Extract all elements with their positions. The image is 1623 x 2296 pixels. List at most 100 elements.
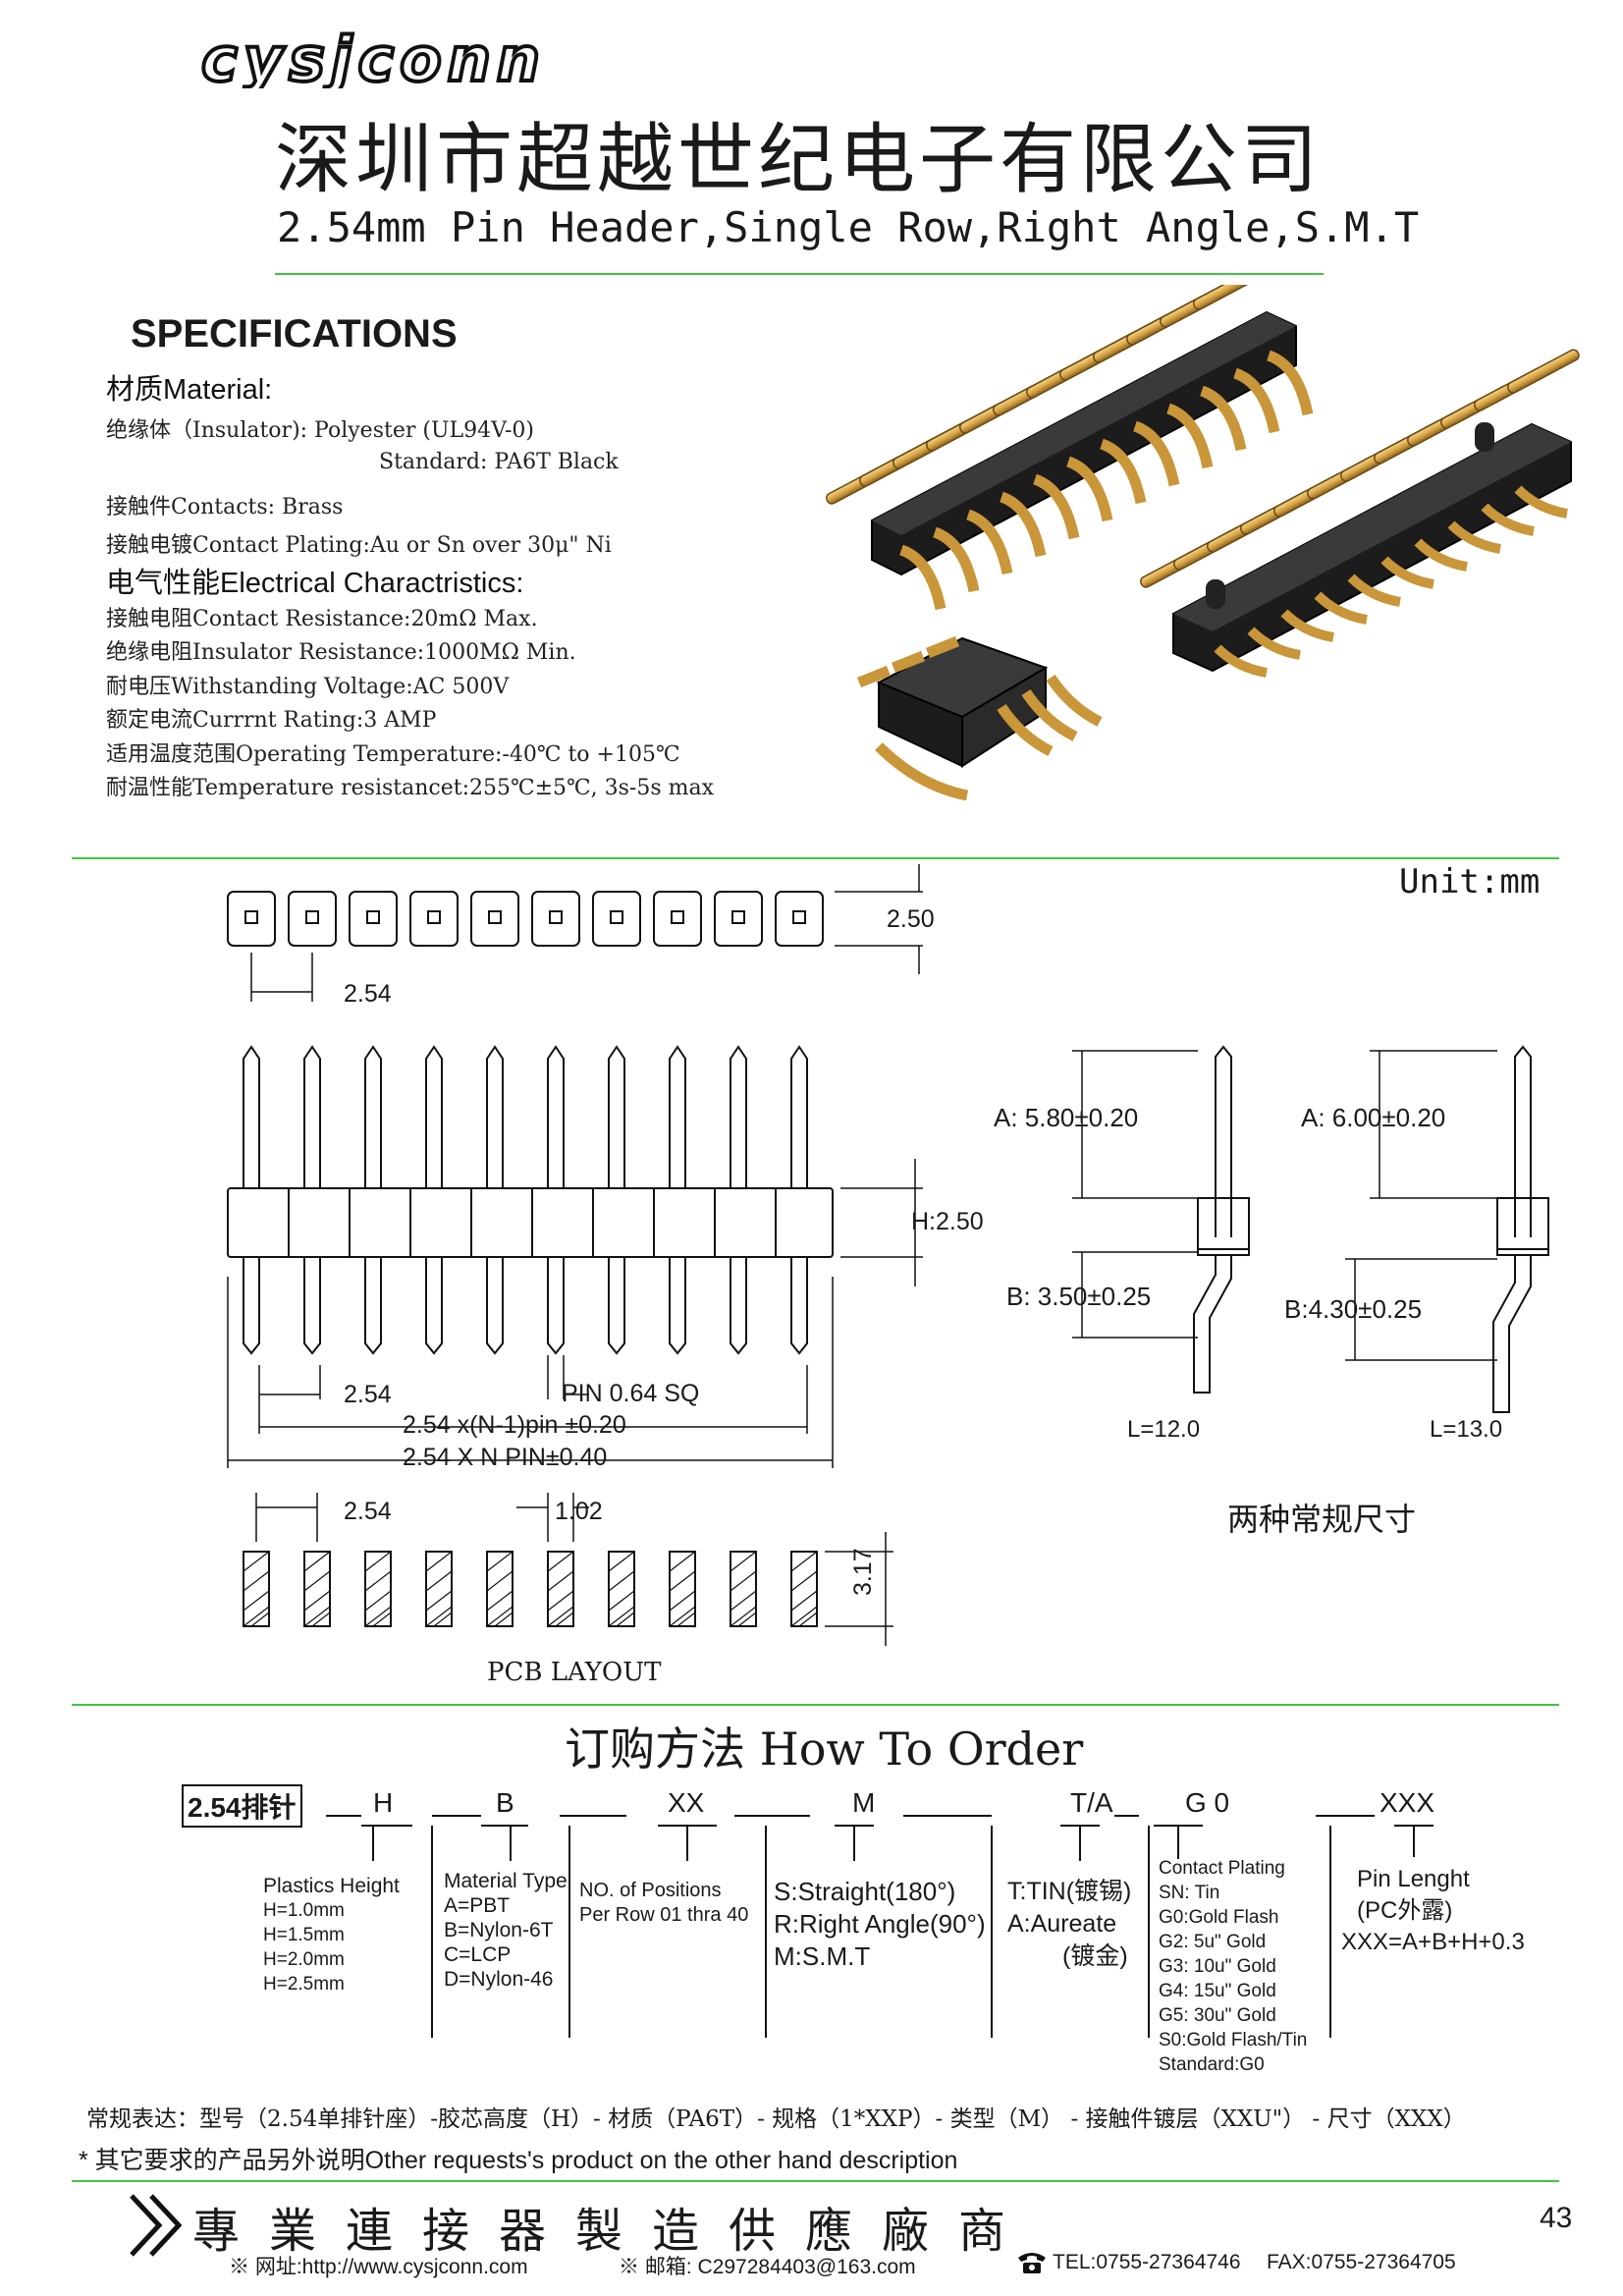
header-divider bbox=[275, 273, 1324, 275]
spec-current: 额定电流Currrnt Rating:3 AMP bbox=[106, 708, 437, 733]
order-code-b: B bbox=[496, 1787, 514, 1818]
dim-pitch-front: 2.54 bbox=[344, 1381, 392, 1408]
spec-temp-resist: 耐温性能Temperature resistancet:255℃±5℃, 3s-… bbox=[106, 776, 715, 800]
aureate-cn: (镀金) bbox=[1062, 1942, 1128, 1970]
order-connectors bbox=[326, 1815, 1434, 2038]
double-chevron-icon bbox=[130, 2194, 183, 2257]
material-opt-c: C=LCP bbox=[444, 1943, 512, 1966]
header-upper-image bbox=[826, 285, 1314, 611]
electrical-heading: 电气性能Electrical Charactristics: bbox=[106, 568, 524, 599]
two-sizes-label: 两种常规尺寸 bbox=[1227, 1501, 1417, 1538]
header-smt-image bbox=[1140, 349, 1580, 678]
height-opt-2: H=1.5mm bbox=[263, 1925, 345, 1945]
height-opt-3: H=2.0mm bbox=[263, 1949, 345, 1970]
material-opt-a: A=PBT bbox=[444, 1894, 511, 1917]
order-code-base: 2.54排针 bbox=[182, 1784, 302, 1828]
company-logo: cysjconn bbox=[201, 27, 546, 88]
order-length-col: Pin Lenght (PC外露) XXX=A+B+H+0.3 bbox=[1341, 1864, 1525, 1958]
order-code-xx: XX bbox=[668, 1787, 705, 1818]
order-height-col: Plastics Height H=1.0mm H=1.5mm H=2.0mm … bbox=[263, 1874, 400, 1996]
order-code-g0: G 0 bbox=[1185, 1787, 1230, 1818]
order-title: 订购方法 How To Order bbox=[565, 1722, 1084, 1776]
footer-fax: FAX:0755-27364705 bbox=[1267, 2251, 1456, 2273]
plating-label: Contact Plating bbox=[1159, 1858, 1285, 1879]
pcb-layout-label: PCB LAYOUT bbox=[487, 1658, 662, 1687]
footer-slogan: 專業連接器製造供應廠商 bbox=[192, 2204, 1036, 2259]
type-straight: S:Straight(180°) bbox=[774, 1877, 956, 1906]
order-code-xxx: XXX bbox=[1380, 1787, 1435, 1818]
notes-divider bbox=[72, 2180, 1559, 2182]
side2-dim-a: A: 6.00±0.20 bbox=[1301, 1103, 1446, 1132]
unit-label: Unit:mm bbox=[1399, 862, 1541, 902]
side-view-2 bbox=[1345, 1045, 1549, 1413]
material-opt-d: D=Nylon-46 bbox=[444, 1968, 554, 1991]
length-formula: XXX=A+B+H+0.3 bbox=[1341, 1929, 1525, 1955]
dim-pitch-top: 2.54 bbox=[344, 980, 392, 1008]
product-title: 2.54mm Pin Header,Single Row,Right Angle… bbox=[277, 203, 1420, 251]
side2-dim-b: B:4.30±0.25 bbox=[1284, 1294, 1423, 1324]
order-positions-col: NO. of Positions Per Row 01 thra 40 bbox=[579, 1879, 748, 1928]
spec-insulator-standard: Standard: PA6T Black bbox=[379, 450, 619, 474]
top-view bbox=[227, 864, 923, 1002]
front-drawing bbox=[227, 864, 923, 1646]
tin-option: T:TIN(镀锡) bbox=[1007, 1878, 1132, 1905]
footer-email[interactable]: ※ 邮箱: C297284403@163.com bbox=[619, 2256, 916, 2278]
length-label: Pin Lenght bbox=[1357, 1866, 1470, 1892]
dim-n1-pin: 2.54 x(N-1)pin ±0.20 bbox=[403, 1411, 626, 1439]
side-views bbox=[1072, 1045, 1549, 1413]
plating-g2: G2: 5u" Gold bbox=[1159, 1932, 1267, 1952]
header-small-image bbox=[856, 635, 1103, 801]
spec-plating: 接触电镀Contact Plating:Au or Sn over 30μ" N… bbox=[106, 533, 612, 558]
order-plating-col: Contact Plating SN: Tin G0:Gold Flash G2… bbox=[1159, 1856, 1307, 2077]
order-code-m: M bbox=[852, 1787, 876, 1818]
product-illustration bbox=[826, 285, 1580, 801]
front-view bbox=[227, 1045, 923, 1468]
drawing-divider bbox=[72, 1704, 1559, 1706]
positions-range: Per Row 01 thra 40 bbox=[579, 1904, 749, 1926]
side1-length: L=12.0 bbox=[1127, 1416, 1201, 1443]
plating-sn: SN: Tin bbox=[1159, 1883, 1220, 1903]
dim-width-250: 2.50 bbox=[887, 905, 935, 933]
dim-layout-height: 3.17 bbox=[849, 1548, 877, 1596]
spec-contact-resistance: 接触电阻Contact Resistance:20mΩ Max. bbox=[106, 607, 538, 631]
footer-website[interactable]: ※ 网址:http://www.cysjconn.com bbox=[229, 2256, 528, 2278]
page-number: 43 bbox=[1540, 2202, 1573, 2234]
plating-standard: Standard:G0 bbox=[1159, 2054, 1265, 2075]
plating-g3: G3: 10u" Gold bbox=[1159, 1956, 1276, 1977]
height-opt-1: H=1.0mm bbox=[263, 1900, 345, 1921]
side2-length: L=13.0 bbox=[1430, 1416, 1503, 1443]
order-tin-col: T:TIN(镀锡) A:Aureate (镀金) bbox=[1007, 1876, 1131, 1973]
height-opt-4: H=2.5mm bbox=[263, 1974, 345, 1995]
side1-dim-b: B: 3.50±0.25 bbox=[1006, 1282, 1152, 1311]
spec-voltage: 耐电压Withstanding Voltage:AC 500V bbox=[106, 675, 510, 699]
plating-g5: G5: 30u" Gold bbox=[1159, 2005, 1276, 2026]
spec-insulator-resistance: 绝缘电阻Insulator Resistance:1000MΩ Min. bbox=[106, 640, 576, 665]
plating-g4: G4: 15u" Gold bbox=[1159, 1981, 1276, 2001]
type-right-angle: R:Right Angle(90°) bbox=[774, 1909, 986, 1939]
length-pc: (PC外露) bbox=[1357, 1897, 1453, 1924]
spec-title: SPECIFICATIONS bbox=[131, 312, 458, 355]
plating-s0: S0:Gold Flash/Tin bbox=[1159, 2030, 1308, 2050]
order-code-ta: T/A bbox=[1070, 1787, 1113, 1818]
positions-label: NO. of Positions bbox=[579, 1880, 722, 1901]
footer-tel: TEL:0755-27364746 bbox=[1053, 2251, 1241, 2273]
telephone-icon bbox=[1018, 2253, 1046, 2273]
dim-pin-sq: PIN 0.64 SQ bbox=[562, 1380, 700, 1407]
dim-n-pin: 2.54 X N PIN±0.40 bbox=[403, 1444, 608, 1471]
aureate-option: A:Aureate bbox=[1007, 1910, 1117, 1938]
dim-layout-width: 1.02 bbox=[555, 1498, 603, 1525]
logo-text: cysjconn bbox=[201, 27, 546, 88]
type-smt: M:S.M.T bbox=[774, 1941, 871, 1971]
plating-g0: G0:Gold Flash bbox=[1159, 1907, 1279, 1928]
other-request-note: * 其它要求的产品另外说明Other requests's product on… bbox=[79, 2147, 958, 2174]
height-label: Plastics Height bbox=[263, 1875, 400, 1897]
spec-insulator: 绝缘体（Insulator): Polyester (UL94V-0) bbox=[106, 418, 534, 443]
material-opt-b: B=Nylon-6T bbox=[444, 1919, 554, 1941]
order-type-col: S:Straight(180°) R:Right Angle(90°) M:S.… bbox=[774, 1876, 986, 1973]
spec-temperature: 适用温度范围Operating Temperature:-40℃ to +105… bbox=[106, 742, 680, 767]
regular-expression-note: 常规表达：型号（2.54单排针座）-胶芯高度（H）- 材质（PA6T）- 规格（… bbox=[86, 2106, 1466, 2132]
pcb-layout-view bbox=[243, 1493, 893, 1646]
order-material-col: Material Type A=PBT B=Nylon-6T C=LCP D=N… bbox=[444, 1869, 568, 1992]
dim-h-250: H:2.50 bbox=[911, 1208, 984, 1235]
order-code-h: H bbox=[373, 1787, 394, 1818]
